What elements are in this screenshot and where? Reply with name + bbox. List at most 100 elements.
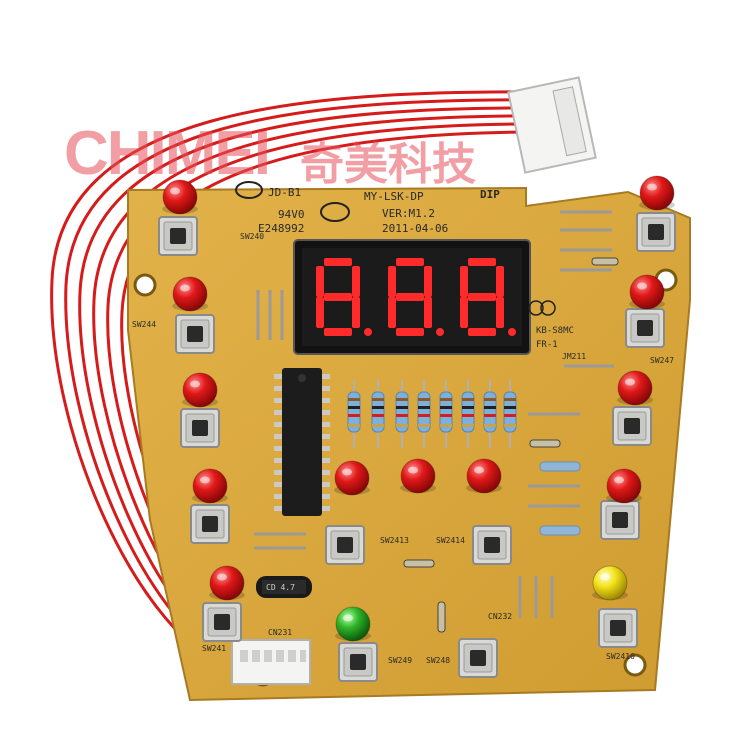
tactile-switch bbox=[180, 408, 220, 448]
tactile-switch bbox=[158, 216, 198, 256]
tactile-switch bbox=[636, 212, 676, 252]
led bbox=[172, 276, 208, 312]
silk-sw249: SW249 bbox=[388, 656, 413, 665]
led bbox=[606, 468, 642, 504]
silk-sw244: SW244 bbox=[132, 320, 157, 329]
tactile-switch bbox=[472, 525, 512, 565]
led bbox=[400, 458, 436, 494]
segment bbox=[468, 258, 496, 266]
tactile-switch bbox=[612, 406, 652, 446]
silk-part-code: KB-S8MC bbox=[536, 326, 574, 336]
segment bbox=[388, 297, 396, 328]
led bbox=[617, 370, 653, 406]
segment bbox=[468, 293, 496, 301]
silk-version: VER:M1.2 bbox=[382, 207, 435, 220]
resistor bbox=[371, 380, 385, 448]
seven-segment-display bbox=[293, 239, 531, 355]
segment bbox=[396, 328, 424, 336]
silk-sw2410: SW2410 bbox=[606, 652, 635, 661]
display-digit-2 bbox=[388, 258, 444, 336]
bottom-connector bbox=[231, 639, 311, 685]
small-components bbox=[403, 257, 619, 633]
svg-text:CD 4.7: CD 4.7 bbox=[266, 583, 295, 592]
ic-chip bbox=[274, 368, 330, 516]
segment bbox=[324, 328, 352, 336]
led bbox=[466, 458, 502, 494]
segment bbox=[496, 266, 504, 297]
led bbox=[629, 274, 665, 310]
segment bbox=[324, 258, 352, 266]
capacitor: CD 4.7 bbox=[256, 576, 312, 598]
segment bbox=[324, 293, 352, 301]
segment bbox=[396, 258, 424, 266]
top-connector bbox=[507, 76, 597, 174]
silk-sw247: SW247 bbox=[650, 356, 675, 365]
segment bbox=[352, 297, 360, 328]
display-digit-3 bbox=[460, 258, 516, 336]
silk-cn231: CN231 bbox=[268, 628, 293, 637]
maker-logo bbox=[235, 181, 556, 316]
decimal-point bbox=[364, 328, 372, 336]
segment bbox=[396, 293, 424, 301]
segment bbox=[316, 266, 324, 297]
resistor bbox=[461, 380, 475, 448]
led bbox=[192, 468, 228, 504]
watermark-brand: CHIMEI bbox=[64, 119, 271, 188]
resistor bbox=[483, 380, 497, 448]
tactile-switch bbox=[600, 500, 640, 540]
silk-maker: JD-B1 bbox=[268, 186, 302, 199]
led bbox=[639, 175, 675, 211]
decimal-point bbox=[436, 328, 444, 336]
tactile-switch bbox=[338, 642, 378, 682]
silk-fr: FR-1 bbox=[536, 340, 558, 350]
tactile-switch bbox=[458, 638, 498, 678]
led bbox=[592, 565, 628, 601]
silk-cn232: CN232 bbox=[488, 612, 513, 621]
tactile-switches bbox=[158, 212, 676, 682]
segment bbox=[388, 266, 396, 297]
resistor bbox=[417, 380, 431, 448]
silk-sw241: SW241 bbox=[202, 644, 227, 653]
segment bbox=[460, 266, 468, 297]
segment bbox=[460, 297, 468, 328]
silk-model: MY-LSK-DP bbox=[364, 190, 424, 203]
led bbox=[182, 372, 218, 408]
tactile-switch bbox=[202, 602, 242, 642]
decimal-point bbox=[508, 328, 516, 336]
led bbox=[335, 606, 371, 642]
tactile-switch bbox=[598, 608, 638, 648]
resistor bbox=[395, 380, 409, 448]
tactile-switch bbox=[325, 525, 365, 565]
segment bbox=[316, 297, 324, 328]
silk-date: 2011-04-06 bbox=[382, 222, 449, 235]
resistor bbox=[503, 380, 517, 448]
resistor bbox=[347, 380, 361, 448]
led bbox=[334, 460, 370, 496]
resistor bbox=[439, 380, 453, 448]
watermark-brand-cn: 奇美科技 bbox=[300, 139, 476, 190]
led bbox=[162, 179, 198, 215]
silk-sw240: SW240 bbox=[240, 232, 265, 241]
silk-sw248: SW248 bbox=[426, 656, 451, 665]
jumper-wires bbox=[254, 210, 614, 618]
led bbox=[209, 565, 245, 601]
leds bbox=[162, 175, 675, 642]
silk-rating: 94V0 bbox=[278, 208, 305, 221]
silk-cert: E248992 bbox=[258, 222, 305, 235]
tactile-switch bbox=[625, 308, 665, 348]
display-digits bbox=[316, 258, 516, 336]
tactile-switch bbox=[175, 314, 215, 354]
silk-sw2414: SW2414 bbox=[436, 536, 465, 545]
segment bbox=[352, 266, 360, 297]
display-digit-1 bbox=[316, 258, 372, 336]
segment bbox=[424, 297, 432, 328]
silk-jm211: JM211 bbox=[562, 352, 587, 361]
tactile-switch bbox=[190, 504, 230, 544]
segment bbox=[496, 297, 504, 328]
silk-dip: DIP bbox=[480, 188, 500, 201]
segment bbox=[468, 328, 496, 336]
segment bbox=[424, 266, 432, 297]
resistor-array bbox=[347, 380, 517, 448]
